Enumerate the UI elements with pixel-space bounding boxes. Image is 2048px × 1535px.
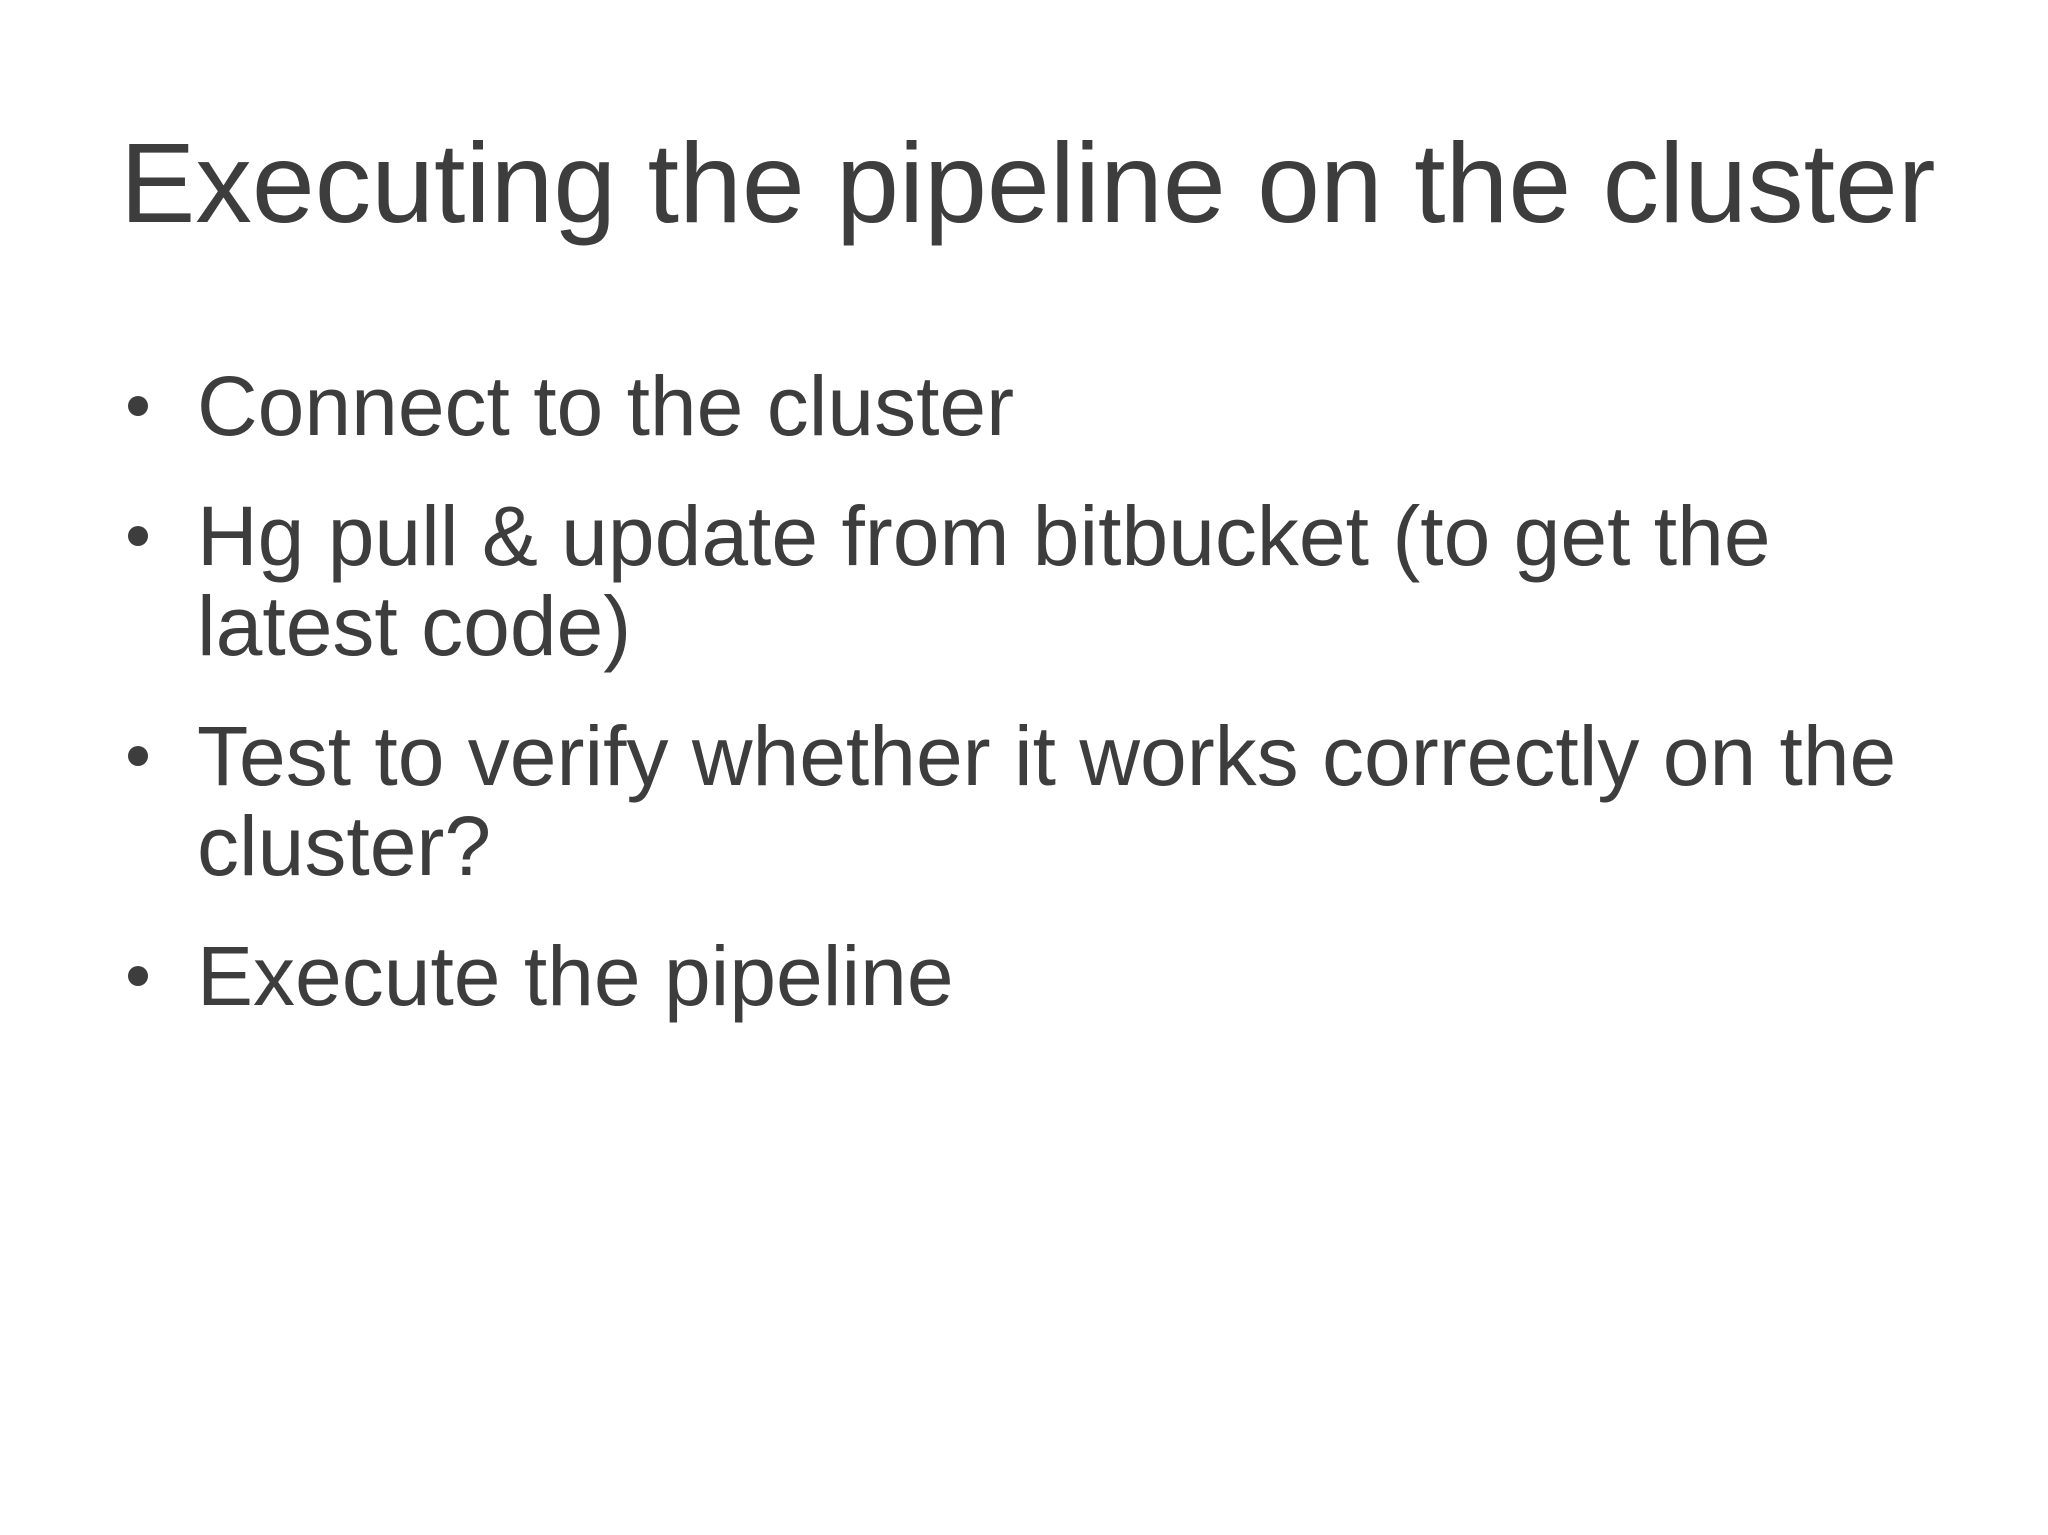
bullet-item: Test to verify whether it works correctl…	[128, 709, 1950, 893]
bullet-list: Connect to the cluster Hg pull & update …	[128, 359, 1950, 1061]
bullet-text: Test to verify whether it works correctl…	[197, 709, 1897, 893]
bullet-dot-icon	[128, 526, 148, 546]
bullet-dot-icon	[128, 746, 148, 766]
bullet-text: Connect to the cluster	[197, 359, 1015, 453]
bullet-dot-icon	[128, 966, 148, 986]
slide-title: Executing the pipeline on the cluster	[120, 120, 1936, 246]
bullet-item: Execute the pipeline	[128, 929, 1950, 1023]
bullet-item: Hg pull & update from bitbucket (to get …	[128, 489, 1950, 673]
bullet-text: Hg pull & update from bitbucket (to get …	[197, 489, 1771, 673]
bullet-dot-icon	[128, 396, 148, 416]
bullet-item: Connect to the cluster	[128, 359, 1950, 453]
bullet-text: Execute the pipeline	[197, 929, 954, 1023]
